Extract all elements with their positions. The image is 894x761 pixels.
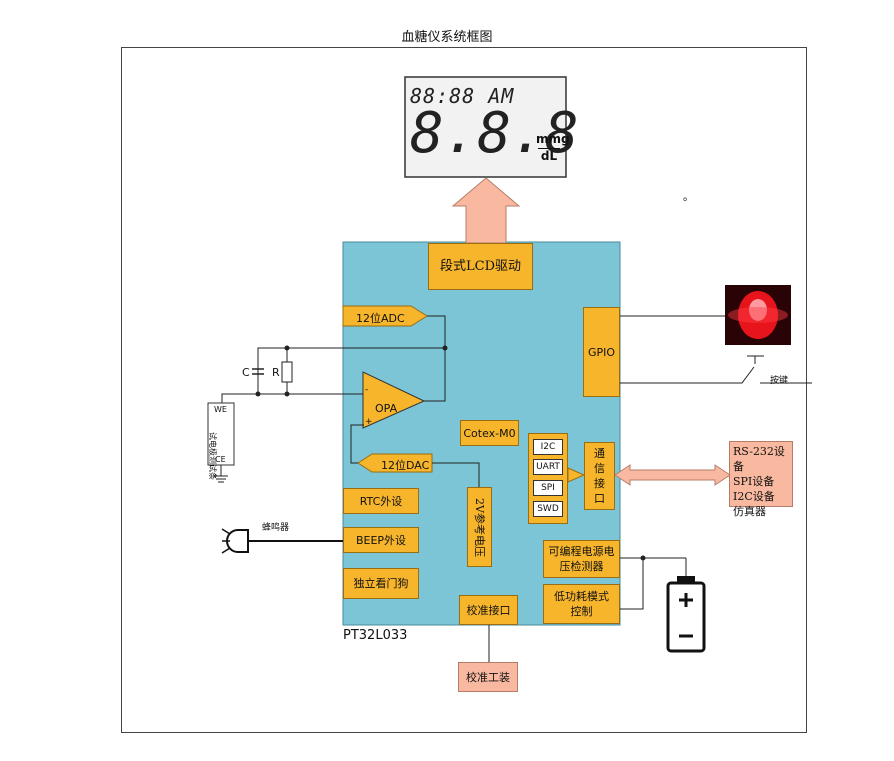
buzzer-label: 蜂鸣器 bbox=[262, 523, 290, 533]
diagram-frame bbox=[121, 47, 807, 733]
adc-label: 12位ADC bbox=[356, 312, 405, 325]
calib-tool-block: 校准工装 bbox=[458, 662, 518, 692]
bus-i2c: I2C bbox=[533, 439, 563, 455]
calib-block: 校准接口 bbox=[459, 595, 518, 625]
battery-body bbox=[666, 581, 706, 653]
dac-label: 12位DAC bbox=[381, 459, 430, 472]
lcd-driver-block: 段式LCD驱动 bbox=[428, 243, 533, 290]
lowpower-block: 低功耗模式控制 bbox=[543, 584, 620, 624]
pvd-block: 可编程电源电压检测器 bbox=[543, 540, 620, 578]
opa-plus: + bbox=[365, 417, 373, 427]
device-i2c: I2C设备 bbox=[733, 490, 775, 503]
dac-shape bbox=[357, 453, 433, 473]
lcd-up-arrow bbox=[451, 177, 521, 244]
test-strip-shape bbox=[207, 402, 235, 466]
beep-block: BEEP外设 bbox=[343, 527, 419, 553]
adc-shape bbox=[342, 305, 428, 327]
lcd-unit-top: mmg bbox=[536, 132, 570, 146]
device-spi: SPI设备 bbox=[733, 475, 775, 488]
button-label: 按键 bbox=[770, 376, 789, 386]
rtc-block: RTC外设 bbox=[343, 488, 419, 514]
res-label: R bbox=[272, 366, 280, 379]
buzzer-shape bbox=[226, 529, 249, 553]
lcd-display bbox=[404, 76, 567, 178]
cap-label: C bbox=[242, 366, 250, 379]
ce-label: CE bbox=[215, 455, 226, 464]
comm-block: 通信接口 bbox=[584, 442, 615, 510]
opa-label: OPA bbox=[375, 402, 398, 415]
diagram-title: 血糖仪系统框图 bbox=[401, 30, 493, 45]
chip-name: PT32L033 bbox=[343, 628, 408, 643]
core-block: Cotex-M0 bbox=[460, 420, 519, 446]
comm-double-arrow bbox=[614, 464, 731, 486]
opa-triangle bbox=[362, 371, 426, 429]
lcd-big-digits: 8.8.8 bbox=[410, 101, 579, 166]
vref-block: 2V参考电压 bbox=[467, 487, 492, 567]
lcd-top-row: 88:88 AM bbox=[410, 84, 515, 108]
device-emulator: 仿真器 bbox=[733, 505, 766, 518]
battery-cap bbox=[677, 576, 695, 583]
device-rs232: RS-232设备 bbox=[733, 445, 785, 473]
opa-minus: - bbox=[365, 385, 369, 395]
lcd-unit-bottom: dL bbox=[538, 148, 560, 163]
bus-uart: UART bbox=[533, 459, 563, 475]
stray-dot: 。 bbox=[683, 190, 694, 203]
vref-label: 2V参考电压 bbox=[473, 497, 487, 557]
we-label: WE bbox=[214, 405, 227, 414]
strip-label: 试电极测试条 bbox=[208, 432, 217, 480]
bus-spi: SPI bbox=[533, 480, 563, 496]
bus-swd: SWD bbox=[533, 501, 563, 517]
devices-block: RS-232设备 SPI设备 I2C设备 仿真器 bbox=[729, 441, 793, 518]
watchdog-block: 独立看门狗 bbox=[343, 568, 419, 599]
gpio-block: GPIO bbox=[583, 307, 620, 397]
